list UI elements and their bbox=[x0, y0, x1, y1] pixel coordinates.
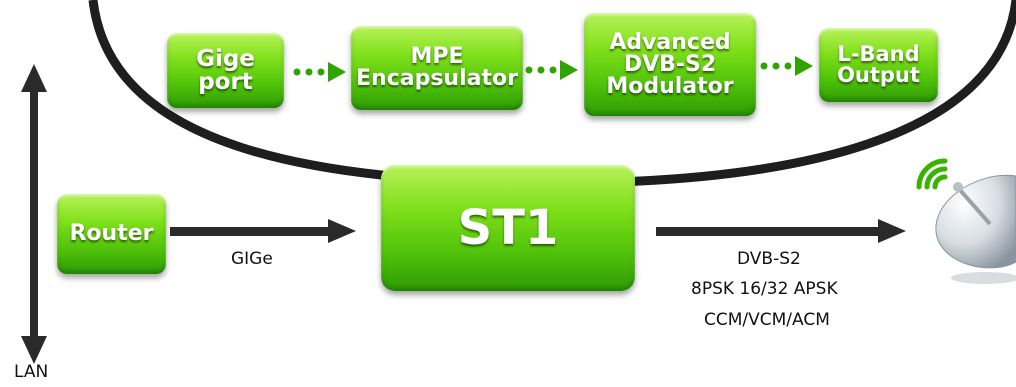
mpe-encapsulator-box: MPE Encapsulator bbox=[351, 26, 523, 110]
dvbs2-label: DVB-S2 bbox=[737, 249, 801, 269]
signal-waves-icon bbox=[916, 158, 948, 190]
st1-box: ST1 bbox=[381, 165, 635, 291]
gige-arrow-icon bbox=[170, 219, 356, 243]
satellite-dish-icon bbox=[935, 174, 1016, 284]
dvbs2-modulator-box: Advanced DVB-S2 Modulator bbox=[584, 13, 756, 116]
dvbs2-arrow-icon bbox=[656, 219, 906, 243]
modulation-label: 8PSK 16/32 APSK bbox=[691, 279, 838, 299]
dotted-arrow-icon bbox=[525, 60, 578, 80]
router-box: Router bbox=[57, 194, 166, 274]
mpe-encapsulator-label: MPE Encapsulator bbox=[356, 44, 518, 91]
lband-output-box: L-Band Output bbox=[819, 28, 938, 102]
dotted-arrow-icon bbox=[760, 56, 813, 76]
st1-label: ST1 bbox=[457, 200, 559, 256]
lan-label: LAN bbox=[14, 362, 49, 382]
router-label: Router bbox=[69, 221, 154, 246]
dvbs2-modulator-label: Advanced DVB-S2 Modulator bbox=[606, 29, 734, 99]
coding-label: CCM/VCM/ACM bbox=[704, 310, 830, 330]
gige-port-box: Gige port bbox=[167, 33, 284, 108]
gige-port-label: Gige port bbox=[196, 45, 255, 95]
lan-double-arrow-icon bbox=[21, 64, 47, 364]
lband-output-label: L-Band Output bbox=[837, 42, 920, 87]
gige-link-label: GIGe bbox=[231, 249, 273, 269]
dotted-arrow-icon bbox=[293, 62, 346, 82]
